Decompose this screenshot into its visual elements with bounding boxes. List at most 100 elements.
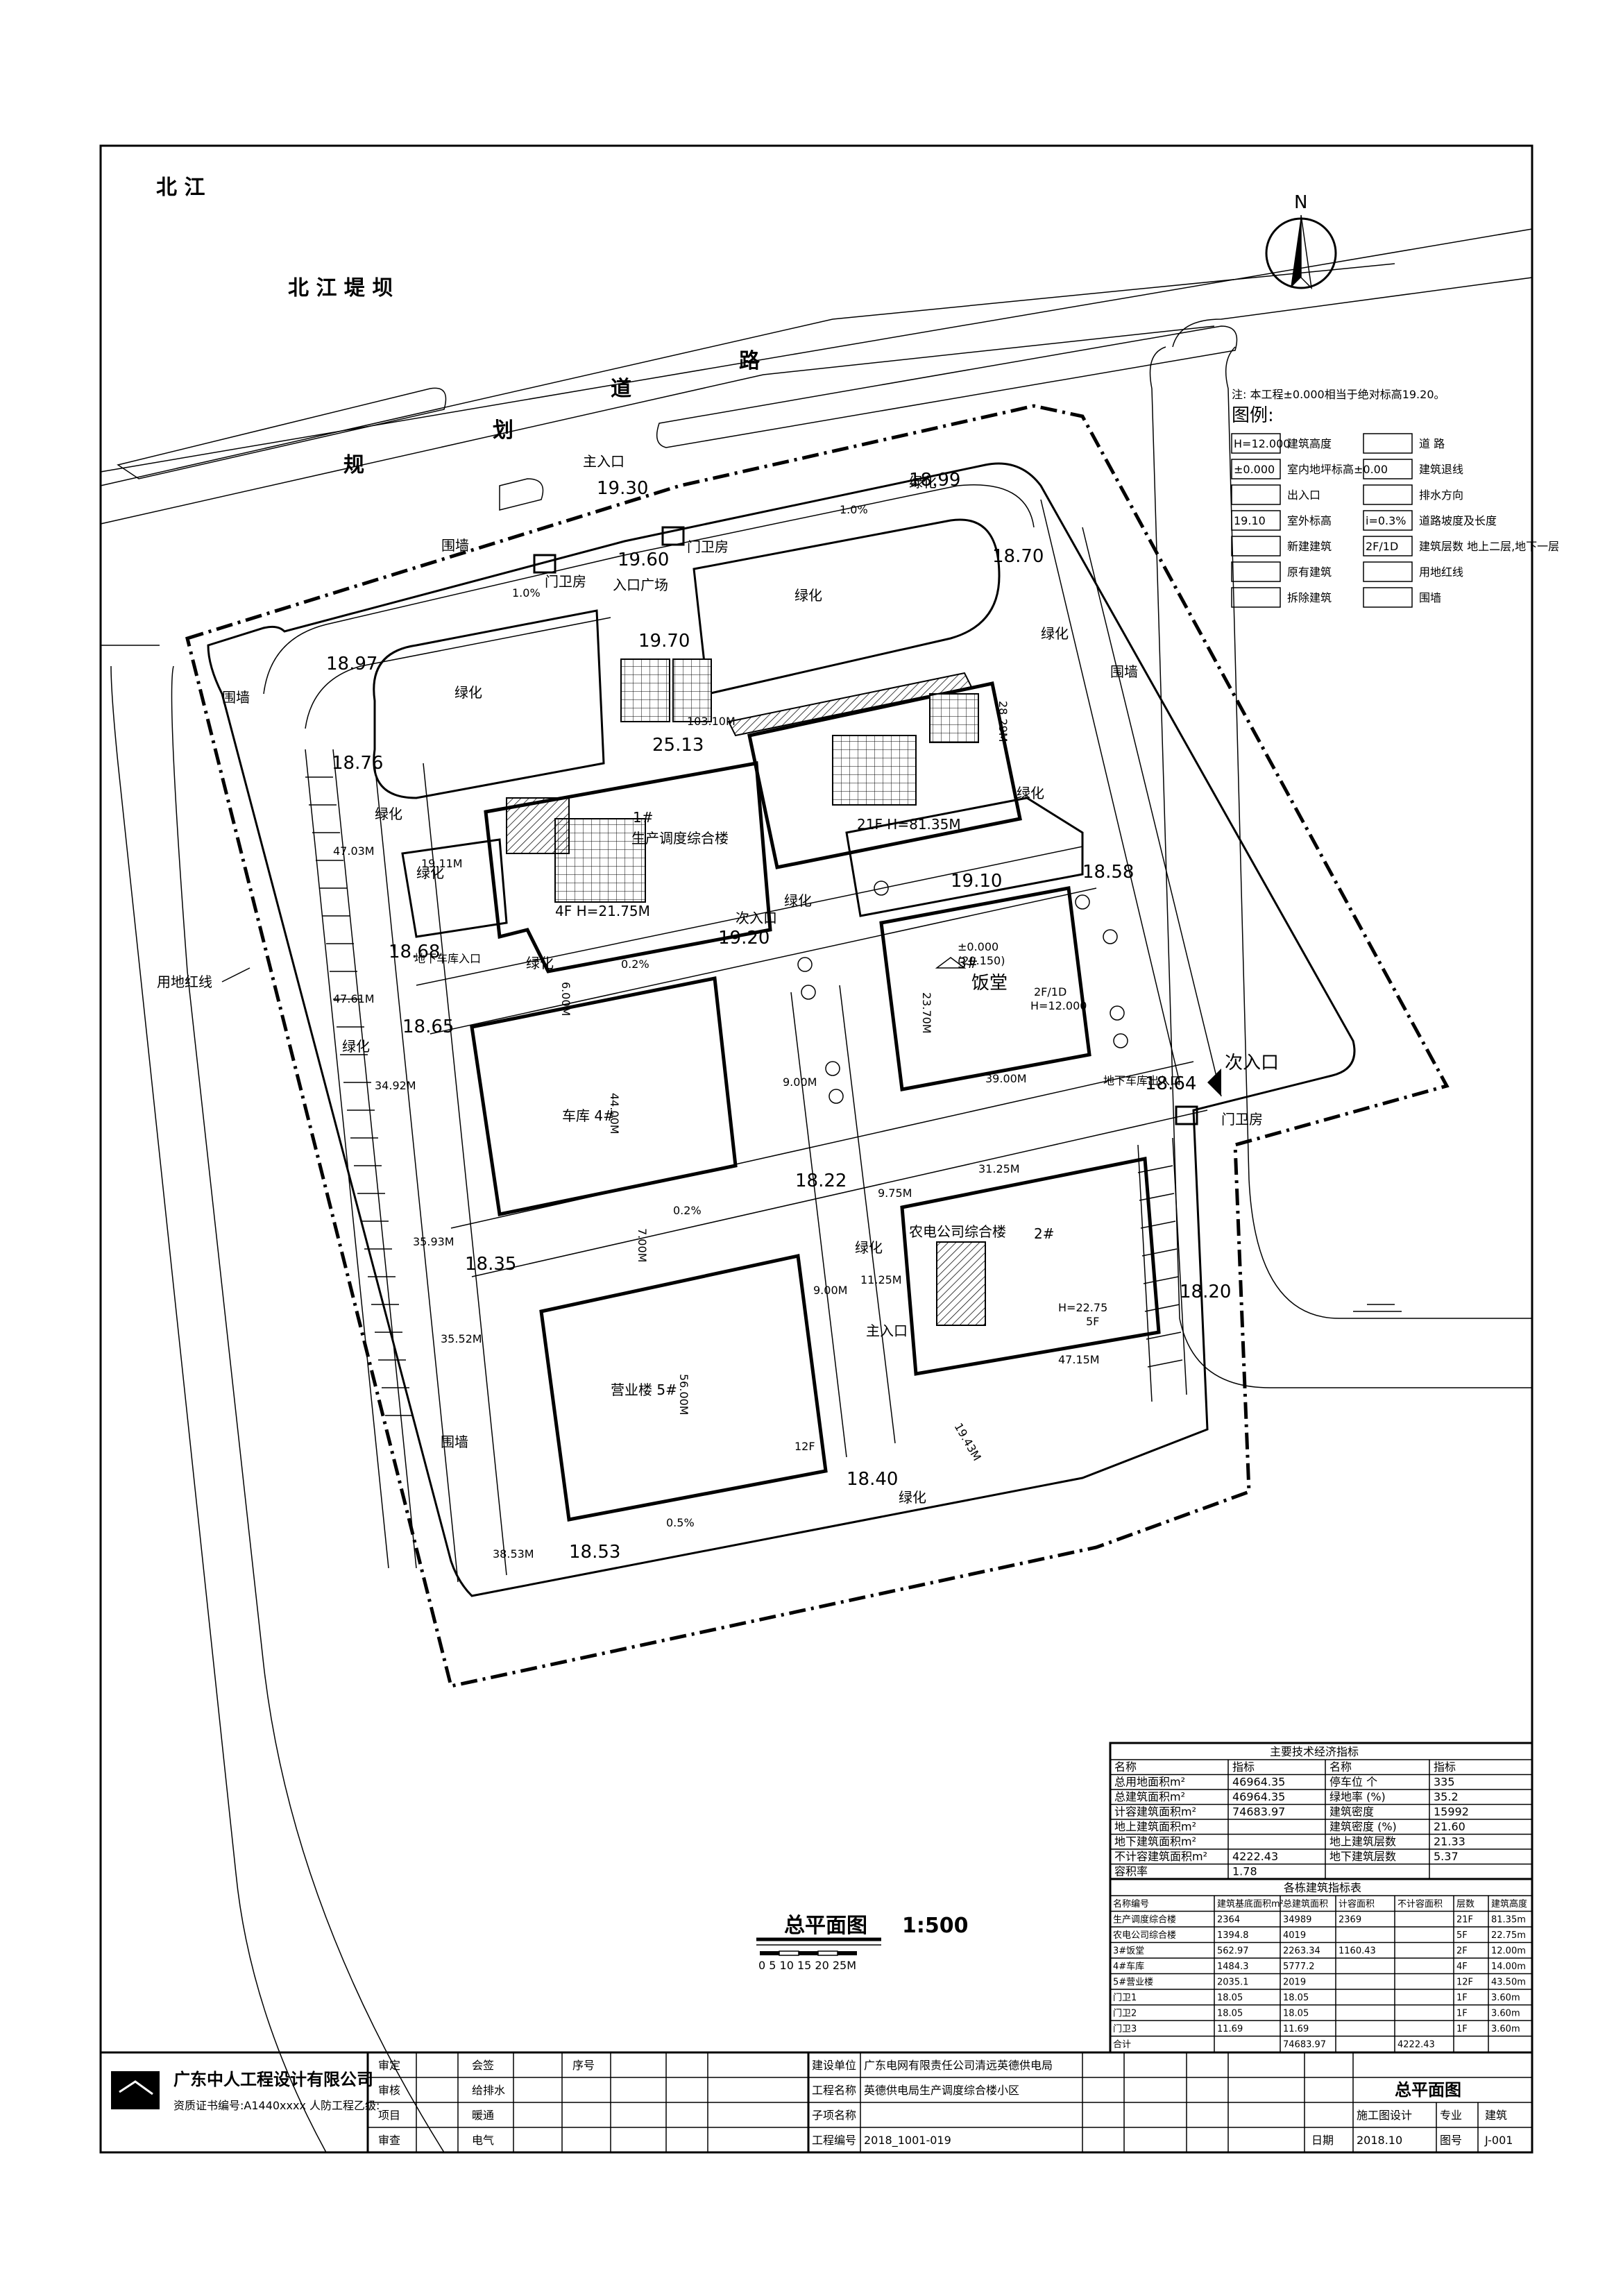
- slope-2: 0.2%: [621, 958, 649, 971]
- legend-symbol-box-2: [1363, 459, 1413, 479]
- road-label-4: 路: [739, 349, 760, 373]
- building-cell: 2019: [1283, 1978, 1306, 1988]
- garage-entrance-2: 地下车库出入口: [1103, 1074, 1181, 1087]
- elev-1970: 19.70: [638, 631, 690, 652]
- tech-cell: 74683.97: [1232, 1805, 1285, 1819]
- tech-cell: 地下建筑面积m²: [1114, 1835, 1196, 1848]
- road-label-1: 规: [343, 453, 364, 477]
- sub-project-label: 子项名称: [812, 2109, 856, 2122]
- office-h: H=22.75: [1058, 1301, 1107, 1314]
- building-cell: 不计容面积: [1397, 1898, 1443, 1910]
- legend-symbol-box-2: [1363, 510, 1413, 531]
- title-block: 广东中人工程设计有限公司 资质证书编号:A1440xxxx 人防工程乙级: 审定…: [99, 2051, 1533, 2154]
- slope-3: 0.5%: [666, 1516, 695, 1529]
- scale-bar-label: 0 5 10 15 20 25M: [758, 1959, 856, 1972]
- green-label-10: 绿化: [899, 1489, 926, 1506]
- building-cell: 5777.2: [1283, 1962, 1315, 1972]
- tech-cell: 335: [1434, 1776, 1455, 1789]
- tech-cell: 计容建筑面积m²: [1114, 1805, 1196, 1819]
- green-label-11: 绿化: [1017, 785, 1044, 801]
- legend-note: 注: 本工程±0.000相当于绝对标高19.20。: [1232, 388, 1445, 401]
- building-cell: 4#车库: [1113, 1961, 1144, 1972]
- dim-9: 9.00M: [783, 1075, 817, 1089]
- sheet-label: 图号: [1440, 2134, 1462, 2147]
- project-name: 英德供电局生产调度综合楼小区: [864, 2084, 1019, 2097]
- slope-2b: 0.2%: [673, 1204, 702, 1217]
- tech-cell: 名称: [1114, 1760, 1137, 1774]
- building-cell: 3.60m: [1491, 1993, 1520, 2003]
- fence-label-2: 围墙: [1110, 663, 1138, 680]
- building-cell: 门卫2: [1113, 2009, 1137, 2019]
- dim-3552: 35.52M: [441, 1332, 482, 1345]
- green-label-8: 绿化: [342, 1038, 370, 1055]
- elev-1897: 18.97: [326, 654, 377, 674]
- dim-1125: 11.25M: [860, 1273, 902, 1286]
- tech-cell: 15992: [1434, 1805, 1469, 1819]
- legend-symbol-box-2: [1363, 561, 1413, 582]
- num-label: 序号: [572, 2059, 595, 2072]
- garage-name: 车库 4#: [562, 1107, 615, 1124]
- legend: 注: 本工程±0.000相当于绝对标高19.20。 图例: H=12.000建筑…: [1231, 388, 1559, 608]
- role-1: 审定: [378, 2059, 400, 2072]
- elev-1840: 18.40: [847, 1469, 898, 1490]
- internal-roads: [263, 484, 1222, 1583]
- building-cell: 18.05: [1217, 1993, 1243, 2003]
- office-dim: 47.15M: [1058, 1353, 1100, 1366]
- tech-cell: 总用地面积m²: [1114, 1776, 1185, 1789]
- building-cell: 生产调度综合楼: [1113, 1914, 1176, 1925]
- elev-1820: 18.20: [1180, 1282, 1231, 1302]
- site-fence: [207, 462, 1356, 1597]
- tech-cell: 建筑密度: [1329, 1805, 1374, 1819]
- elev-1835: 18.35: [465, 1254, 516, 1275]
- building-cell: 门卫1: [1113, 1993, 1137, 2003]
- building-cell: 1394.8: [1217, 1930, 1249, 1941]
- tech-cell: 不计容建筑面积m²: [1114, 1850, 1207, 1863]
- dim-975: 9.75M: [878, 1187, 912, 1200]
- fence-label-1: 围墙: [441, 537, 469, 554]
- slope-1b: 1.0%: [512, 586, 541, 599]
- building-table-title: 各栋建筑指标表: [1284, 1881, 1361, 1894]
- main-entrance-mid: 主入口: [866, 1323, 908, 1339]
- tech-table-title: 主要技术经济指标: [1270, 1745, 1359, 1758]
- legend-label-2: 道 路: [1419, 437, 1445, 450]
- owner-label: 建设单位: [812, 2059, 856, 2072]
- legend-symbol: 19.10: [1234, 514, 1266, 527]
- building-cell: 11.69: [1283, 2024, 1309, 2034]
- stage: 施工图设计: [1357, 2109, 1412, 2122]
- dim-3900: 39.00M: [985, 1072, 1027, 1085]
- building-cell: 合计: [1113, 2040, 1131, 2050]
- road-label-3: 道: [611, 377, 631, 401]
- tech-cell: 地下建筑层数: [1329, 1850, 1396, 1863]
- legend-symbol-box: [1231, 433, 1281, 454]
- building-cell: 1F: [1456, 2024, 1468, 2034]
- building-cell: 34989: [1283, 1915, 1311, 1925]
- building-cell: 5F: [1456, 1930, 1468, 1941]
- elev-1920: 19.20: [718, 928, 770, 949]
- garage-dim: 44.00M: [608, 1093, 621, 1134]
- date: 2018.10: [1357, 2134, 1402, 2147]
- green-label-2: 绿化: [794, 587, 822, 604]
- canteen-floors: 2F/1D: [1034, 985, 1067, 998]
- boundary-label: 用地红线: [157, 973, 212, 990]
- secondary-entrance: 次入口: [736, 910, 777, 926]
- building-5-business: [539, 1253, 828, 1522]
- building-cell: 18.05: [1283, 1993, 1309, 2003]
- tech-cell: 名称: [1329, 1760, 1352, 1774]
- dim-1943: 19.43M: [952, 1421, 984, 1463]
- gate-guard-1: 门卫房: [687, 538, 729, 555]
- drawing-scale: 1:500: [902, 1914, 969, 1938]
- gatehouse-1: [661, 526, 685, 546]
- green-label-3: 绿化: [909, 474, 937, 491]
- dim-4761: 47.61M: [333, 992, 375, 1005]
- elev-1822: 18.22: [795, 1171, 847, 1191]
- dim-3125: 31.25M: [978, 1162, 1020, 1175]
- tech-cell: 5.37: [1434, 1850, 1459, 1863]
- building-4-garage: [470, 976, 738, 1216]
- office-f: 5F: [1086, 1315, 1099, 1328]
- tech-cell: 建筑密度 (%): [1329, 1820, 1397, 1833]
- elev-2513: 25.13: [652, 735, 704, 756]
- canteen-name: 饭堂: [971, 973, 1008, 994]
- building-cell: 18.05: [1283, 2009, 1309, 2019]
- role-b3: 暖通: [472, 2109, 494, 2122]
- dim-3853: 38.53M: [493, 1547, 534, 1561]
